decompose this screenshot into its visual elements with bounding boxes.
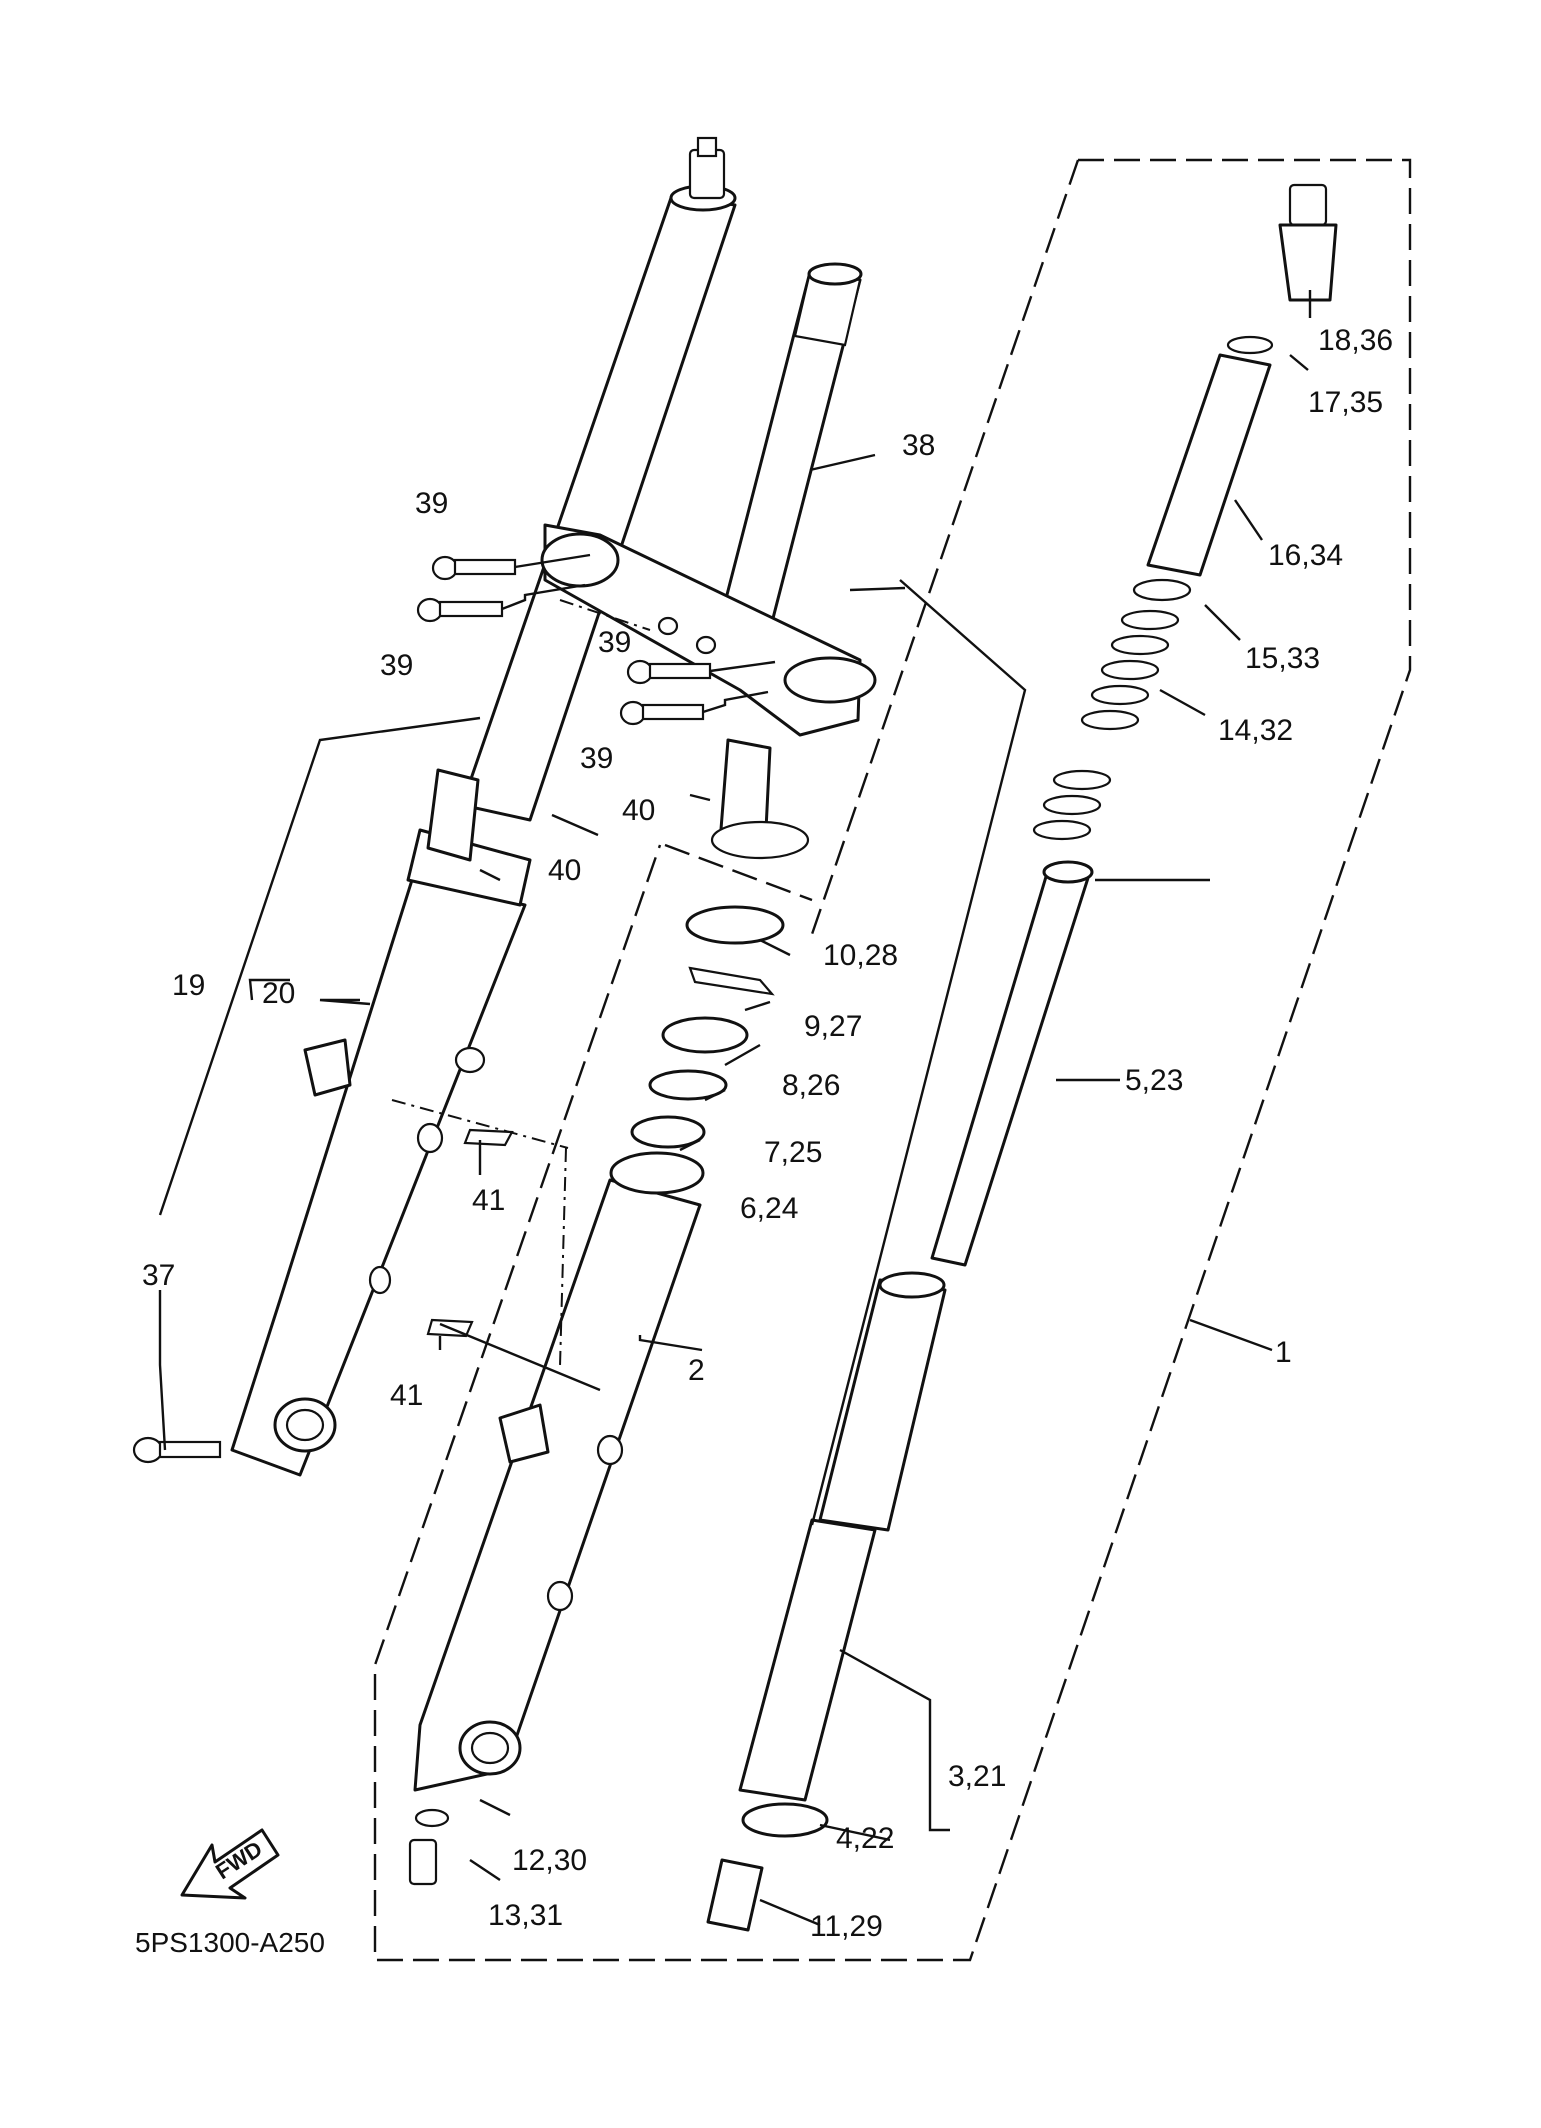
callout-11-29: 11,29 [810,1910,883,1943]
cap-bolt-top [1288,183,1328,227]
callout-16-34: 16,34 [1268,539,1343,572]
fork-guard-right-ring [710,820,810,860]
callout-40-b: 40 [548,854,581,887]
callout-4-22: 4,22 [836,1822,894,1855]
callout-1: 1 [1275,1336,1292,1369]
pinch-bolt-head [132,1436,164,1464]
callout-9-27: 9,27 [804,1010,862,1043]
cap-bolt-body [1278,223,1338,302]
assembly-outline-2 [664,843,813,902]
inner-tube-bottom [738,1518,877,1802]
spring-seat [1132,578,1192,602]
callout-12-30: 12,30 [512,1844,587,1877]
callout-5-23: 5,23 [1125,1064,1183,1097]
clamp-hole-2 [695,635,717,655]
damper-rod [930,868,1090,1267]
right-caliper-lug [498,1403,550,1464]
callout-41-a: 41 [472,1184,505,1217]
left-lug-hole-1 [454,1046,486,1074]
callout-3-21: 3,21 [948,1760,1006,1793]
right-slider-top [609,1151,705,1195]
bolt-leaders [501,553,776,714]
callout-20: 20 [262,977,295,1010]
oil-lock-piece [706,1858,764,1932]
assembly-outline-1-top [808,159,1080,941]
fork-spring [1032,609,1180,841]
callout-38: 38 [902,429,935,462]
clamp-bolt-4 [619,700,705,726]
inner-tube-lower [818,1278,947,1532]
callout-18-36: 18,36 [1318,324,1393,357]
callout-19: 19 [172,969,205,1002]
oil-seal [661,1016,749,1054]
left-caliper-lug [303,1038,352,1097]
right-lug-hole-2 [546,1580,574,1612]
left-outer-slider [230,878,527,1477]
right-fork-slider [413,1151,705,1792]
callout-39-d: 39 [580,742,613,775]
copper-washer [414,1808,450,1828]
diagram-code: 5PS1300-A250 [135,1927,325,1958]
slide-metal [630,1115,706,1149]
damper-rod-head [1042,860,1094,884]
leader-lines [158,290,1312,1927]
callout-39-c: 39 [598,626,631,659]
clip-upper [463,1128,514,1147]
callout-14-32: 14,32 [1218,714,1293,747]
assembly-outline-1 [373,158,1412,1962]
cartridge-assembly [706,183,1338,1932]
callout-10-28: 10,28 [823,939,898,972]
callout-39-b: 39 [380,649,413,682]
clamp-bolt-3 [626,659,712,685]
center-axis-line [391,599,651,1367]
left-cap-bolt [688,148,726,200]
cap-o-ring [1226,335,1274,355]
right-lug-hole-1 [596,1434,624,1466]
callout-37: 37 [142,1259,175,1292]
stopper-ring [688,966,775,996]
callout-41-b: 41 [390,1379,423,1412]
callout-39-a: 39 [415,487,448,520]
fwd-arrow-icon: FWD [180,1828,280,1900]
left-cap-nut [696,136,718,158]
callout-40-a: 40 [622,794,655,827]
pinch-bolt-shank [158,1440,222,1459]
lower-triple-clamp [543,523,862,737]
clamp-hole-1 [657,616,679,636]
bottom-bolt [408,1838,438,1886]
clamp-bolt-2 [416,597,504,623]
right-outer-slider [413,1178,702,1792]
left-fork-assembly [230,136,737,1477]
left-lug-hole-2 [416,1122,444,1154]
callout-8-26: 8,26 [782,1069,840,1102]
triple-clamp-right-bore [783,656,877,704]
steering-stem-top [807,262,863,286]
clamp-bolt-1 [431,555,517,581]
left-axle-hole [285,1408,325,1442]
callout-2: 2 [688,1354,705,1387]
left-inner-tube [460,193,737,822]
left-lug-hole-3 [368,1265,392,1295]
callout-6-24: 6,24 [740,1192,798,1225]
washer [648,1069,728,1101]
steering-assembly [540,262,877,737]
left-guard-bracket [426,768,480,862]
callout-7-25: 7,25 [764,1136,822,1169]
callout-15-33: 15,33 [1245,642,1320,675]
spacer-tube [1146,353,1272,577]
callout-13-31: 13,31 [488,1899,563,1932]
callout-17-35: 17,35 [1308,386,1383,419]
dust-seal [685,905,785,945]
right-axle-hole [470,1731,510,1765]
inner-tube-lower-top [878,1271,946,1299]
slide-bushing [741,1802,829,1838]
